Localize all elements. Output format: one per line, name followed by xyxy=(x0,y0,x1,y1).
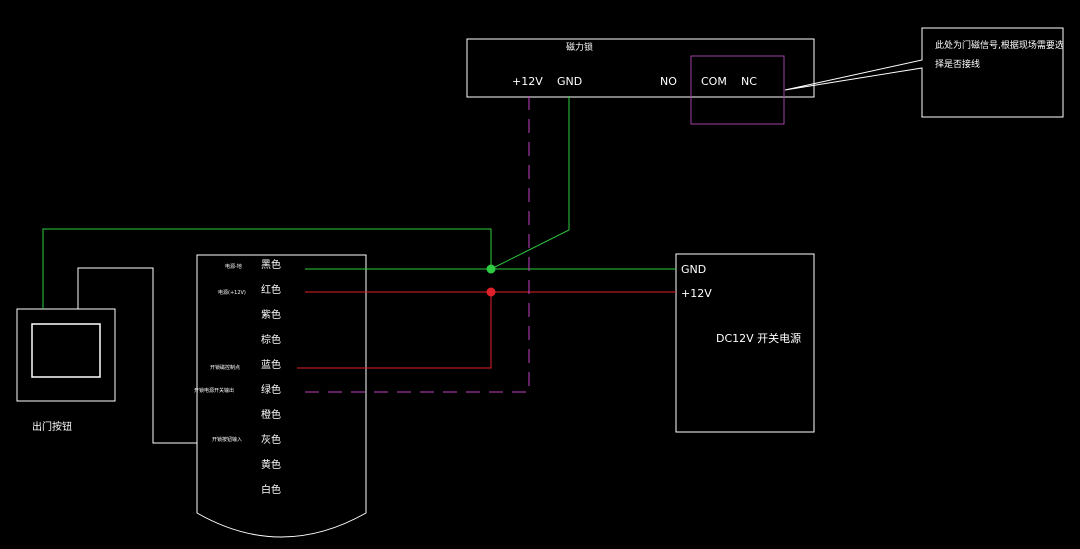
label-sensor: 开锁磁控制点 xyxy=(210,364,240,371)
door-sensor-terminal-box xyxy=(690,55,785,125)
wire-sensor-link xyxy=(297,292,492,369)
wire-color-2: 紫色 xyxy=(261,308,281,321)
wire-color-1: 红色 xyxy=(261,283,281,296)
maglock-outline xyxy=(466,38,815,98)
wire-color-3: 棕色 xyxy=(261,333,281,346)
terminal-gnd: GND xyxy=(557,75,582,88)
wire-maglock-gnd xyxy=(490,96,570,270)
terminal-no: NO xyxy=(660,75,677,88)
wire-color-7: 灰色 xyxy=(261,433,281,446)
power-supply-device: GND +12V DC12V 开关电源 xyxy=(675,253,815,433)
label-gnd: 电源-地 xyxy=(225,263,242,270)
psu-title: DC12V 开关电源 xyxy=(716,331,801,345)
psu-outline xyxy=(675,253,815,433)
junction-12v xyxy=(486,287,496,297)
wire-color-4: 蓝色 xyxy=(261,358,281,371)
callout-text-line1: 此处为门磁信号,根据现场需要选 xyxy=(935,39,1064,51)
exit-button-device: 出门按钮 xyxy=(16,308,116,433)
terminal-plus12v: +12V xyxy=(512,75,543,88)
terminal-nc: NC xyxy=(741,75,757,88)
callout-text-line2: 择是否接线 xyxy=(935,58,980,70)
controller-outline xyxy=(196,254,367,538)
wire-color-5: 绿色 xyxy=(261,383,281,396)
label-power: 电源(+12V) xyxy=(218,289,246,296)
controller-device: 电源-地 电源(+12V) 开锁磁控制点 开锁电源开关输出 开锁按钮输入 黑色 … xyxy=(194,254,367,538)
junction-gnd xyxy=(486,264,496,274)
callout-outline xyxy=(784,27,1064,118)
exit-button-outer xyxy=(16,308,116,402)
wire-lock-switch-dashed xyxy=(297,96,530,393)
maglock-box: 磁力锁 +12V GND NO COM NC xyxy=(466,38,815,125)
wires xyxy=(42,96,676,444)
callout-note: 此处为门磁信号,根据现场需要选 择是否接线 xyxy=(784,27,1064,118)
wire-exit-button-ground xyxy=(42,228,492,309)
wire-color-9: 白色 xyxy=(261,483,281,496)
exit-button-label: 出门按钮 xyxy=(32,420,72,433)
psu-gnd-label: GND xyxy=(681,263,706,276)
label-exit: 开锁按钮输入 xyxy=(212,436,242,443)
maglock-title: 磁力锁 xyxy=(566,41,593,53)
terminal-com: COM xyxy=(701,75,727,88)
exit-button-face xyxy=(31,323,101,378)
wire-exit-button-input xyxy=(77,267,197,444)
psu-12v-label: +12V xyxy=(681,287,712,300)
wire-color-8: 黄色 xyxy=(261,458,281,471)
wire-color-6: 橙色 xyxy=(261,408,281,421)
wire-color-0: 黑色 xyxy=(261,258,281,271)
label-switch: 开锁电源开关输出 xyxy=(194,387,234,394)
